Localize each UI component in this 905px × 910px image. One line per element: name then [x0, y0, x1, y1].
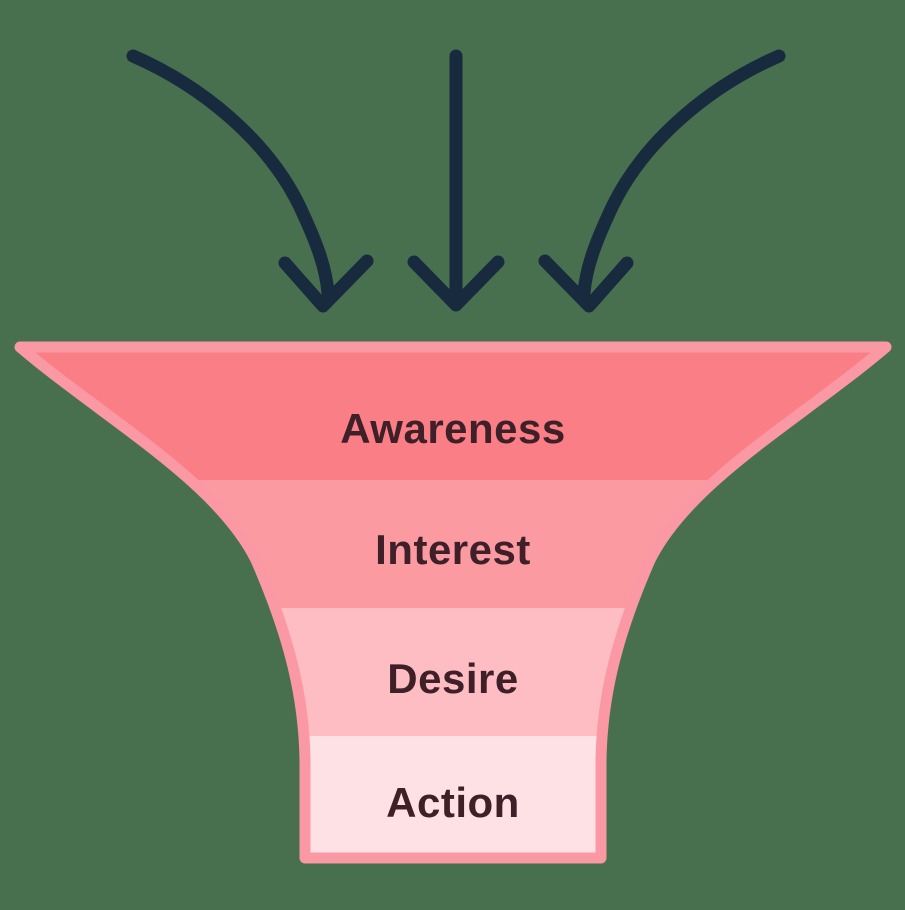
stage-label-action: Action: [386, 779, 520, 826]
left-arrow-shaft: [126, 49, 335, 300]
left-arrow-head: [278, 254, 374, 313]
straight-down-arrow-icon: [407, 49, 505, 312]
stage-label-interest: Interest: [375, 526, 531, 573]
right-arrow-head: [538, 254, 634, 313]
stage-label-desire: Desire: [387, 655, 518, 702]
inflow-arrows: [126, 49, 786, 313]
curved-down-left-arrow-icon: [538, 49, 786, 313]
right-arrow-shaft: [577, 49, 786, 300]
curved-down-right-arrow-icon: [126, 49, 374, 313]
middle-arrow-head: [407, 255, 505, 312]
stage-label-awareness: Awareness: [340, 405, 566, 452]
funnel-outline: [14, 341, 892, 864]
